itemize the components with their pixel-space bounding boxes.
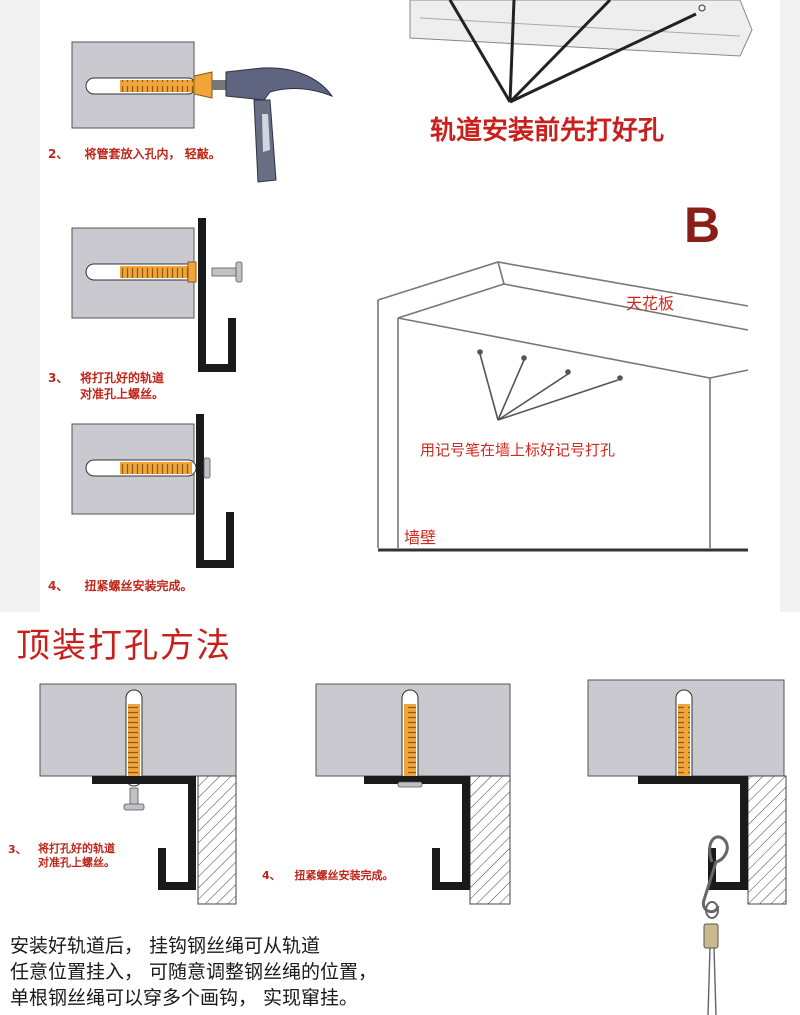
marker-line	[448, 0, 512, 103]
hook-icon	[701, 835, 729, 914]
step3-text-line1: 将打孔好的轨道	[80, 371, 165, 385]
wall-anchor	[128, 704, 140, 778]
wall-anchor	[120, 266, 190, 278]
mark-line	[497, 373, 569, 421]
ceiling-front-edge	[503, 283, 749, 331]
anchor-head	[193, 71, 213, 99]
room-sketch	[377, 261, 749, 552]
wall-mark-lines	[477, 349, 623, 421]
step-text: 扭紧螺丝安装完成。	[294, 869, 394, 882]
screw-shaft	[129, 787, 139, 807]
step3-illustration	[71, 218, 243, 372]
rail-profile	[198, 218, 236, 372]
rail-profile	[638, 776, 748, 890]
section-letter-b: B	[684, 197, 721, 253]
mark-line	[497, 379, 619, 421]
step3-text-line2: 对准孔上螺丝。	[80, 387, 165, 401]
anchor-head	[187, 261, 197, 283]
wall-anchor	[678, 704, 690, 778]
ceiling-inner-edge	[397, 283, 505, 319]
screw-shaft	[211, 267, 239, 277]
wall-anchor	[120, 462, 192, 474]
ceiling-step4-illustration	[315, 683, 511, 905]
step2-label: 2、 将管套放入孔内， 轻敲。	[48, 146, 221, 162]
side-wall	[469, 775, 511, 905]
step-text: 将管套放入孔内， 轻敲。	[84, 147, 221, 161]
ceiling-step3-number: 3、	[8, 843, 27, 856]
upper-right-margin	[780, 0, 800, 612]
step4-label: 4、 扭紧螺丝安装完成。	[48, 578, 193, 594]
screw-head	[235, 261, 243, 283]
marker-line	[508, 0, 612, 104]
step3-label: 3、	[48, 370, 68, 386]
step-number: 4、	[48, 579, 69, 593]
ceiling-corner	[497, 261, 505, 285]
mark-dot	[477, 349, 483, 355]
rail-profile	[92, 776, 196, 890]
side-wall	[197, 775, 237, 905]
screw-head	[203, 457, 211, 479]
screw-head	[123, 803, 145, 811]
mark-line	[479, 353, 499, 421]
steel-wire	[713, 947, 717, 1015]
step-text: 扭紧螺丝安装完成。	[84, 579, 193, 593]
rail-profile	[196, 414, 234, 568]
step-number: 2、	[48, 147, 69, 161]
wall-top-right	[709, 369, 749, 379]
wall-anchor	[404, 704, 416, 778]
marker-line	[509, 12, 697, 104]
hammer-handle-shine	[262, 114, 270, 152]
mark-line	[497, 359, 525, 421]
hammer-icon	[225, 67, 334, 101]
predrill-heading: 轨道安装前先打好孔	[430, 116, 665, 146]
marker-line	[508, 0, 516, 103]
mark-dot	[565, 369, 571, 375]
hanging-hook-illustration	[587, 679, 787, 1015]
wall-top-edge	[397, 317, 711, 379]
note-line-1: 安装好轨道后， 挂钩钢丝绳可从轨道	[10, 935, 321, 957]
ceiling-step3-line2: 对准孔上螺丝。	[38, 856, 115, 869]
ceiling-step3-illustration	[39, 683, 237, 905]
upper-left-margin	[0, 0, 40, 612]
marker-instruction: 用记号笔在墙上标好记号打孔	[420, 441, 616, 459]
beam-edge	[419, 17, 741, 37]
step4-illustration	[71, 414, 234, 568]
wire-clamp	[703, 923, 719, 949]
step-number: 3、	[48, 371, 69, 385]
side-wall	[747, 775, 787, 905]
wall-anchor	[120, 80, 194, 92]
ceiling-drill-illustration	[409, 0, 753, 104]
step-number: 4、	[262, 869, 281, 882]
drill-point	[698, 4, 706, 12]
wall-label: 墙壁	[404, 528, 437, 547]
hook-ring	[705, 901, 719, 919]
note-line-3: 单根钢丝绳可以穿多个画钩， 实现窜挂。	[10, 987, 359, 1009]
ceiling-label: 天花板	[626, 294, 675, 313]
hammer-face	[212, 80, 228, 90]
mark-dot	[521, 355, 527, 361]
screw-head	[397, 781, 423, 788]
note-line-2: 任意位置挂入， 可随意调整钢丝绳的位置，	[10, 961, 378, 983]
step2-illustration	[71, 41, 334, 183]
mark-dot	[617, 375, 623, 381]
ceiling-step3-line1: 将打孔好的轨道	[38, 842, 115, 855]
ceiling-method-title: 顶装打孔方法	[16, 626, 232, 666]
ceiling-step4-label: 4、 扭紧螺丝安装完成。	[262, 868, 394, 884]
steel-wire	[707, 947, 711, 1015]
